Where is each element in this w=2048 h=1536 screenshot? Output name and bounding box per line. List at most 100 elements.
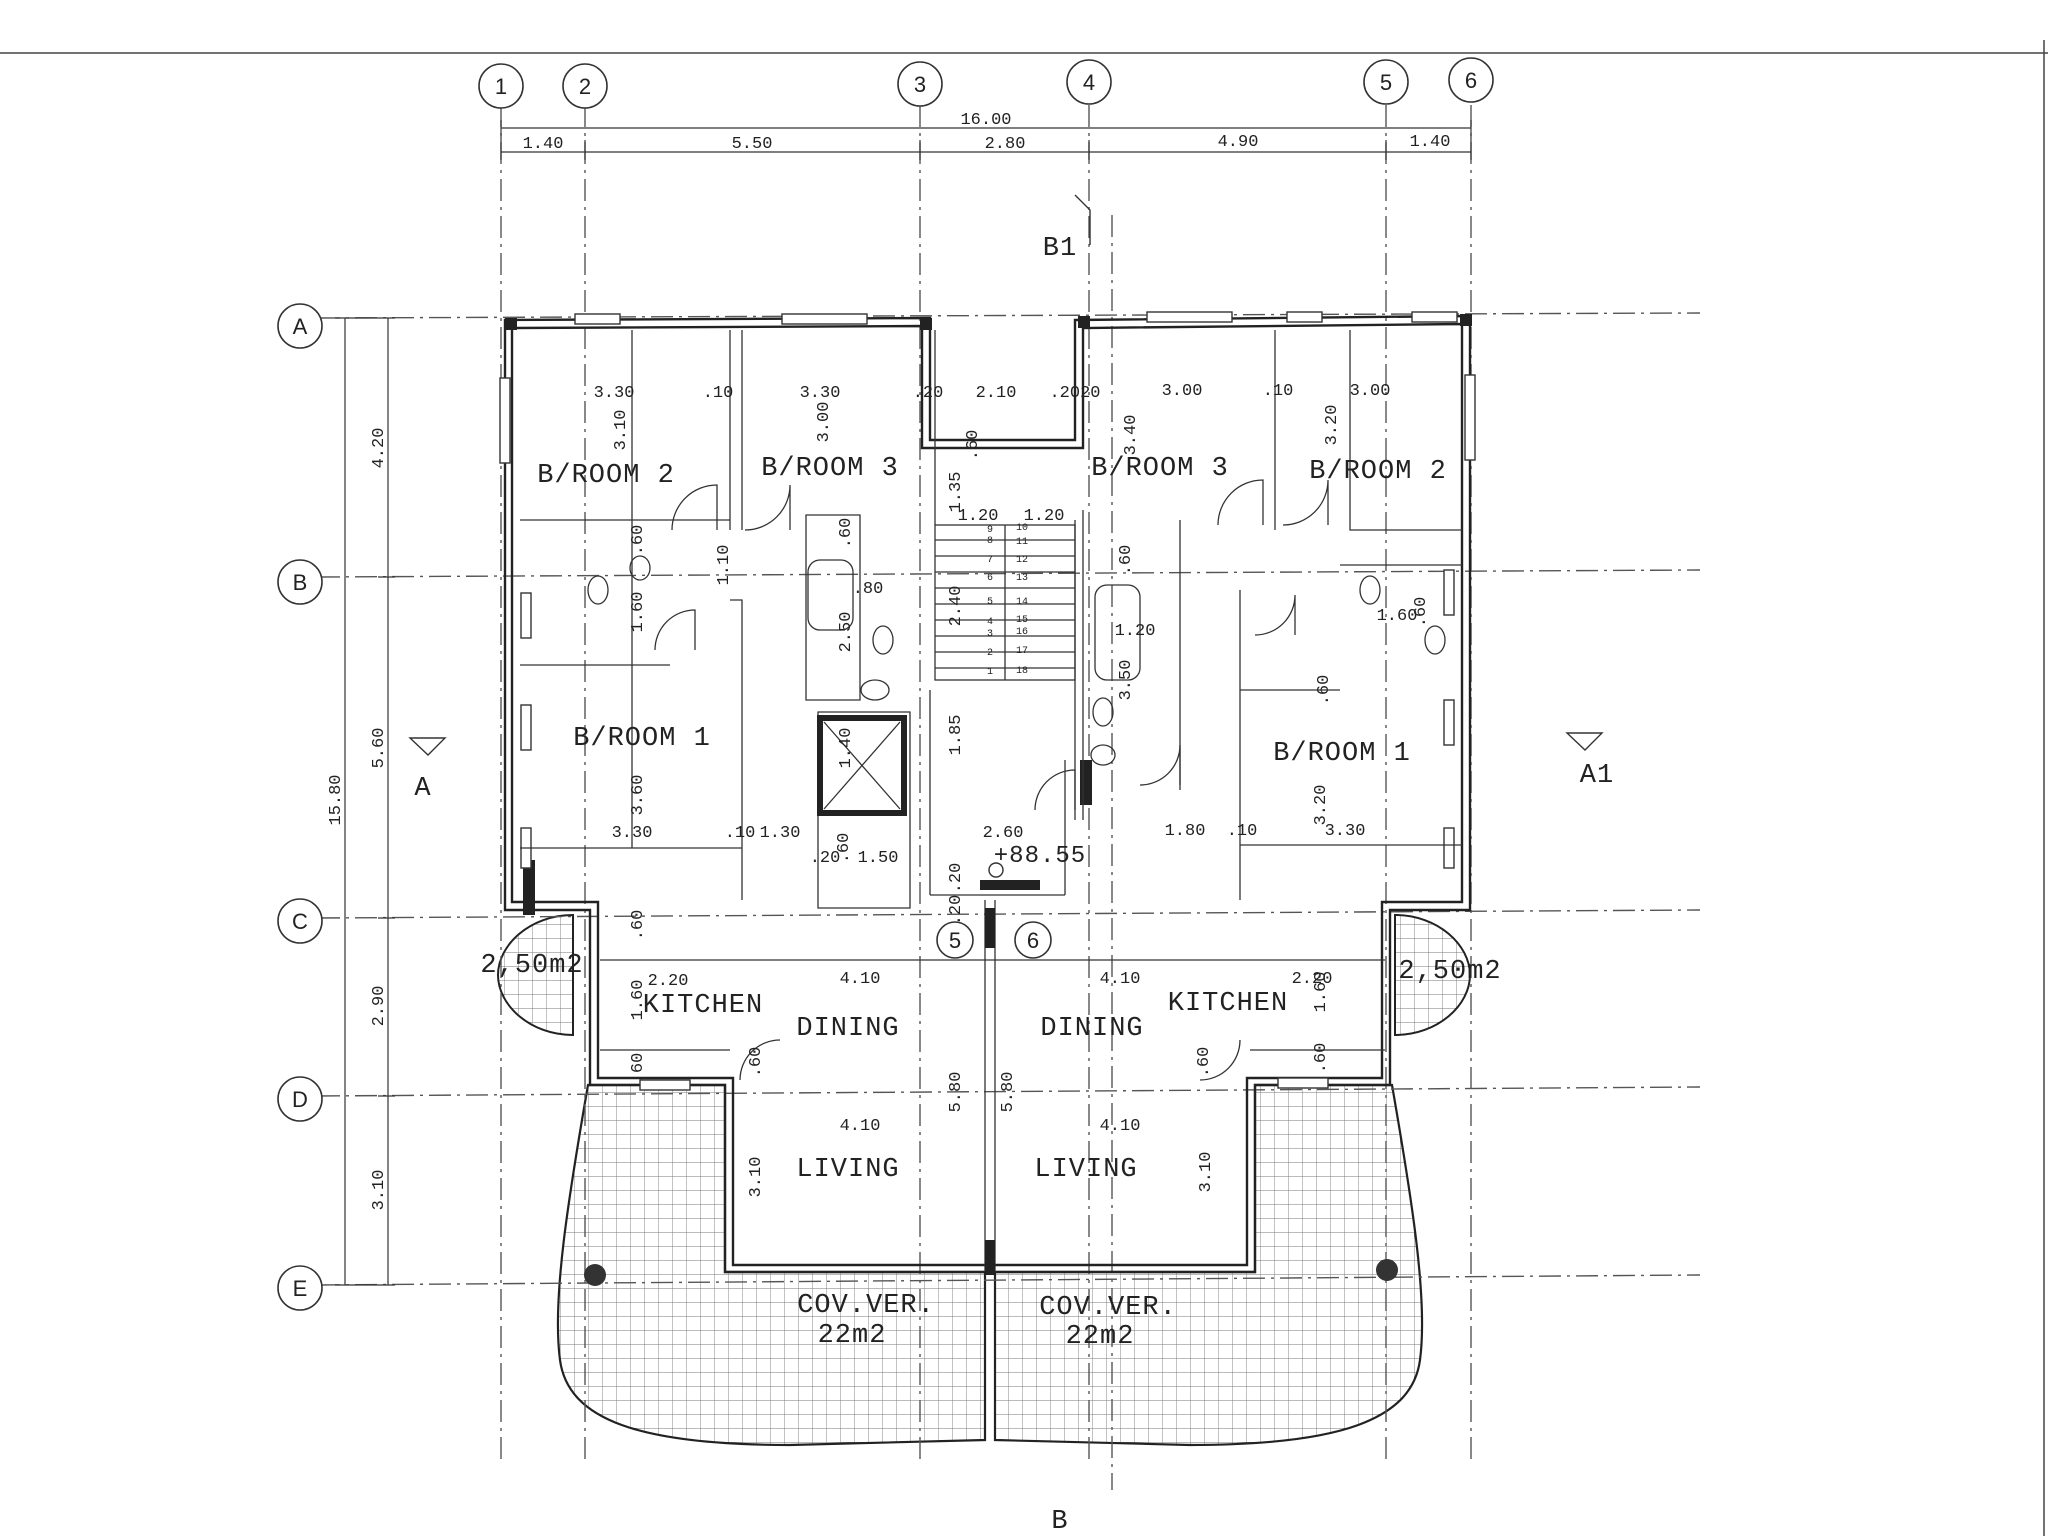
windows (499, 311, 1476, 1091)
inner-dim: .10 (725, 824, 756, 843)
inner-dim: 2.20 (1292, 970, 1333, 989)
left-dim-2: 5.60 (370, 728, 389, 769)
top-dim-5: 1.40 (1410, 133, 1451, 152)
top-dim-2: 5.50 (732, 135, 773, 154)
stair-step: 3 (987, 629, 993, 640)
inner-dim: .60 (1412, 597, 1431, 628)
floor-level-mark: +88.55 (994, 843, 1086, 870)
left-dimensions (335, 317, 395, 1286)
inner-dim: .10 (1263, 382, 1294, 401)
room-living-right: LIVING (1034, 1155, 1137, 1185)
top-dimensions (500, 120, 1472, 160)
grid-col-3: 3 (914, 72, 926, 97)
inner-dim: 2.40 (947, 586, 966, 627)
column-right (1376, 1259, 1398, 1281)
inner-dim: .2020 (1049, 384, 1100, 403)
inner-dim: .60 (1195, 1047, 1214, 1078)
inner-dim: 1.20 (1024, 507, 1065, 526)
stair-step: 18 (1016, 666, 1028, 677)
inner-dim: 4.10 (840, 1117, 881, 1136)
inner-dim: .20 (947, 895, 966, 926)
column-left (584, 1264, 606, 1286)
grid-col-5: 5 (1380, 70, 1392, 95)
inner-dim: 3.40 (1122, 415, 1141, 456)
row-bubbles: A B C D E (277, 303, 323, 1311)
grid-row-a: A (293, 314, 308, 339)
inner-dim: 1.35 (947, 472, 966, 513)
balcony-right-tiles (1394, 913, 1472, 1037)
section-b-label: B (1051, 1507, 1068, 1536)
inner-dim: 5.80 (999, 1072, 1018, 1113)
inner-dim: 4.10 (840, 970, 881, 989)
room-bedroom3-right: B/ROOM 3 (1091, 454, 1229, 484)
interior-walls (520, 330, 1462, 1275)
section-a1-label: A1 (1580, 761, 1614, 791)
inner-dim: 5.80 (947, 1072, 966, 1113)
inner-dim: 1.60 (629, 592, 648, 633)
stair-step-numbers: 1 2 3 4 5 6 7 8 9 10 11 12 13 14 15 16 1… (987, 523, 1028, 678)
grid-col-2: 2 (579, 74, 591, 99)
inner-dim: .80 (853, 580, 884, 599)
stair-step: 7 (987, 555, 993, 566)
grid-row-d: D (292, 1087, 308, 1112)
inner-dim: 3.10 (747, 1157, 766, 1198)
stair-step: 2 (987, 648, 993, 659)
lift-shaft (817, 715, 907, 816)
inner-dim: .60 (629, 525, 648, 556)
top-dim-3: 2.80 (985, 135, 1026, 154)
room-bedroom3-left: B/ROOM 3 (761, 454, 899, 484)
inner-dim: 1.20 (1115, 622, 1156, 641)
stair-step: 10 (1016, 523, 1028, 534)
stair-step: 1 (987, 667, 993, 678)
inner-dim: .60 (1312, 1043, 1331, 1074)
inner-dim: .60 (964, 430, 983, 461)
inner-dim: 3.60 (629, 775, 648, 816)
room-veranda-left: COV.VER. (797, 1291, 935, 1321)
inner-dim: .20 (947, 863, 966, 894)
overall-width-dim: 16.00 (960, 111, 1011, 130)
inner-dim: 2.10 (976, 384, 1017, 403)
room-bedroom1-left: B/ROOM 1 (573, 724, 711, 754)
room-bedroom2-left: B/ROOM 2 (537, 461, 675, 491)
stair-step: 12 (1016, 555, 1028, 566)
inner-dim: 3.30 (594, 384, 635, 403)
room-balcony-left: 2,50m2 (480, 951, 583, 981)
inner-dim: 1.10 (715, 545, 734, 586)
inner-dim: 3.50 (1117, 660, 1136, 701)
grid-col-4: 4 (1083, 70, 1095, 95)
room-dining-right: DINING (1040, 1014, 1143, 1044)
inner-dim: .20 (913, 384, 944, 403)
inner-dim: 1.50 (858, 849, 899, 868)
inner-dim: 3.10 (1197, 1152, 1216, 1193)
inner-dim: .60 (835, 833, 854, 864)
staircase (934, 524, 1076, 681)
left-dim-3: 2.90 (370, 986, 389, 1027)
stair-step: 5 (987, 597, 993, 608)
inner-dim: 3.30 (612, 824, 653, 843)
inner-dim: 1.40 (837, 728, 856, 769)
stair-step: 17 (1016, 646, 1028, 657)
left-dim-4: 3.10 (370, 1170, 389, 1211)
inner-dim: 3.00 (1162, 382, 1203, 401)
left-dim-1: 4.20 (370, 428, 389, 469)
room-kitchen-left: KITCHEN (643, 991, 763, 1021)
balcony-left-tiles (496, 913, 574, 1037)
doors (654, 479, 1329, 1081)
stair-bubbles: 5 6 (936, 921, 1052, 959)
grid-row-e: E (293, 1276, 308, 1301)
inner-dim: 1.20 (958, 507, 999, 526)
inner-dim: 3.00 (815, 402, 834, 443)
room-veranda-left-area: 22m2 (818, 1321, 887, 1351)
sanitary-fixtures (587, 555, 1446, 766)
inner-dim: 3.30 (1325, 822, 1366, 841)
inner-dim: 1.60 (1377, 607, 1418, 626)
inner-dim: 3.30 (800, 384, 841, 403)
stair-step: 16 (1016, 627, 1028, 638)
room-veranda-right-area: 22m2 (1066, 1322, 1135, 1352)
inner-dim: .10 (1227, 822, 1258, 841)
inner-dim: 4.10 (1100, 1117, 1141, 1136)
section-a-label: A (414, 774, 431, 804)
